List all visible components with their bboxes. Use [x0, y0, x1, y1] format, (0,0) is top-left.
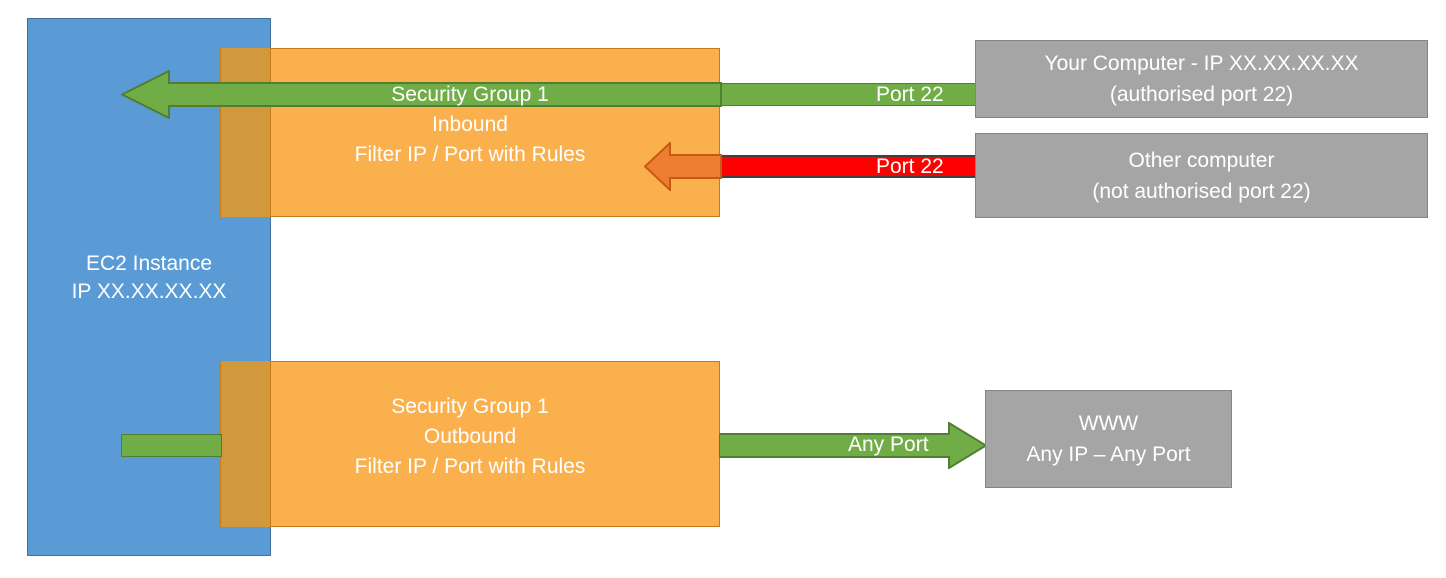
outbound-source-connector-bar: [121, 434, 222, 457]
inbound-allowed-connector-bar: [719, 83, 976, 106]
security-group-inbound-box: [220, 48, 720, 217]
security-group-outbound-box: [220, 361, 720, 527]
other-computer-subtitle: (not authorised port 22): [1092, 179, 1311, 203]
your-computer-title: Your Computer - IP XX.XX.XX.XX: [1044, 52, 1359, 75]
www-title: WWW: [1078, 412, 1139, 435]
inbound-blocked-connector-bar: [719, 155, 976, 178]
your-computer-subtitle: (authorised port 22): [1109, 83, 1294, 106]
outbound-allowed-arrow-right-icon: [719, 422, 987, 469]
endpoint-your-computer-box: Your Computer - IP XX.XX.XX.XX (authoris…: [975, 40, 1428, 118]
endpoint-other-computer-box: Other computer (not authorised port 22): [975, 133, 1428, 218]
www-subtitle: Any IP – Any Port: [1026, 443, 1191, 466]
other-computer-title: Other computer: [1128, 148, 1275, 172]
endpoint-www-box: WWW Any IP – Any Port: [985, 390, 1232, 488]
inbound-blocked-arrow-left-icon: [644, 142, 722, 191]
inbound-allowed-arrow-left-icon: [121, 70, 722, 119]
